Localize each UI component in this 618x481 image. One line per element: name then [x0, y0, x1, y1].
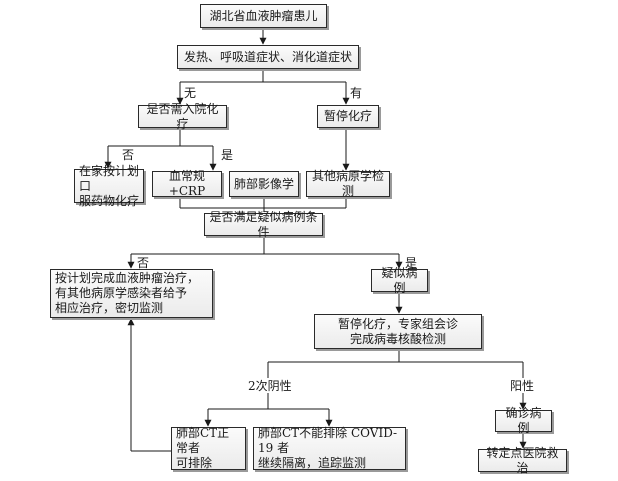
box-suspected: 疑似病例 — [371, 266, 428, 295]
label-positive: 阳性 — [510, 379, 535, 393]
box-home-chemo: 在家按计划口 服药物化疗 — [74, 164, 144, 208]
box-blood-test: 血常规+CRP — [152, 169, 222, 198]
label-yes-1: 有 — [350, 86, 363, 100]
box-criteria: 是否满足疑似病例条件 — [204, 210, 323, 239]
box-symptoms: 发热、呼吸道症状、消化道症状 — [177, 45, 359, 69]
box-pause-chemo: 暂停化疗 — [317, 105, 379, 128]
box-lung-imaging: 肺部影像学 — [229, 171, 299, 197]
label-no-1: 无 — [184, 86, 197, 100]
box-confirmed: 确诊病例 — [495, 406, 552, 435]
label-yes-3: 是 — [405, 256, 418, 270]
box-ct-not-excluded: 肺部CT不能排除 COVID-19 者 继续隔离，追踪监测 — [253, 426, 406, 470]
label-two-negative: 2次阴性 — [248, 379, 292, 393]
label-yes-2: 是 — [221, 148, 234, 162]
box-other-path: 其他病原学检测 — [306, 169, 390, 198]
box-ct-normal: 肺部CT正常者 可排除 — [171, 426, 246, 470]
box-title: 湖北省血液肿瘤患儿 — [200, 4, 327, 28]
box-need-chemo: 是否需入院化疗 — [138, 102, 227, 131]
box-hospital: 转定点医院救治 — [478, 446, 567, 475]
box-expert: 暂停化疗，专家组会诊 完成病毒核酸检测 — [314, 314, 482, 349]
label-no-3: 否 — [137, 256, 150, 270]
label-no-2: 否 — [122, 148, 135, 162]
box-continue-treat: 按计划完成血液肿瘤治疗， 有其他病原学感染者给予 相应治疗，密切监测 — [50, 269, 213, 318]
